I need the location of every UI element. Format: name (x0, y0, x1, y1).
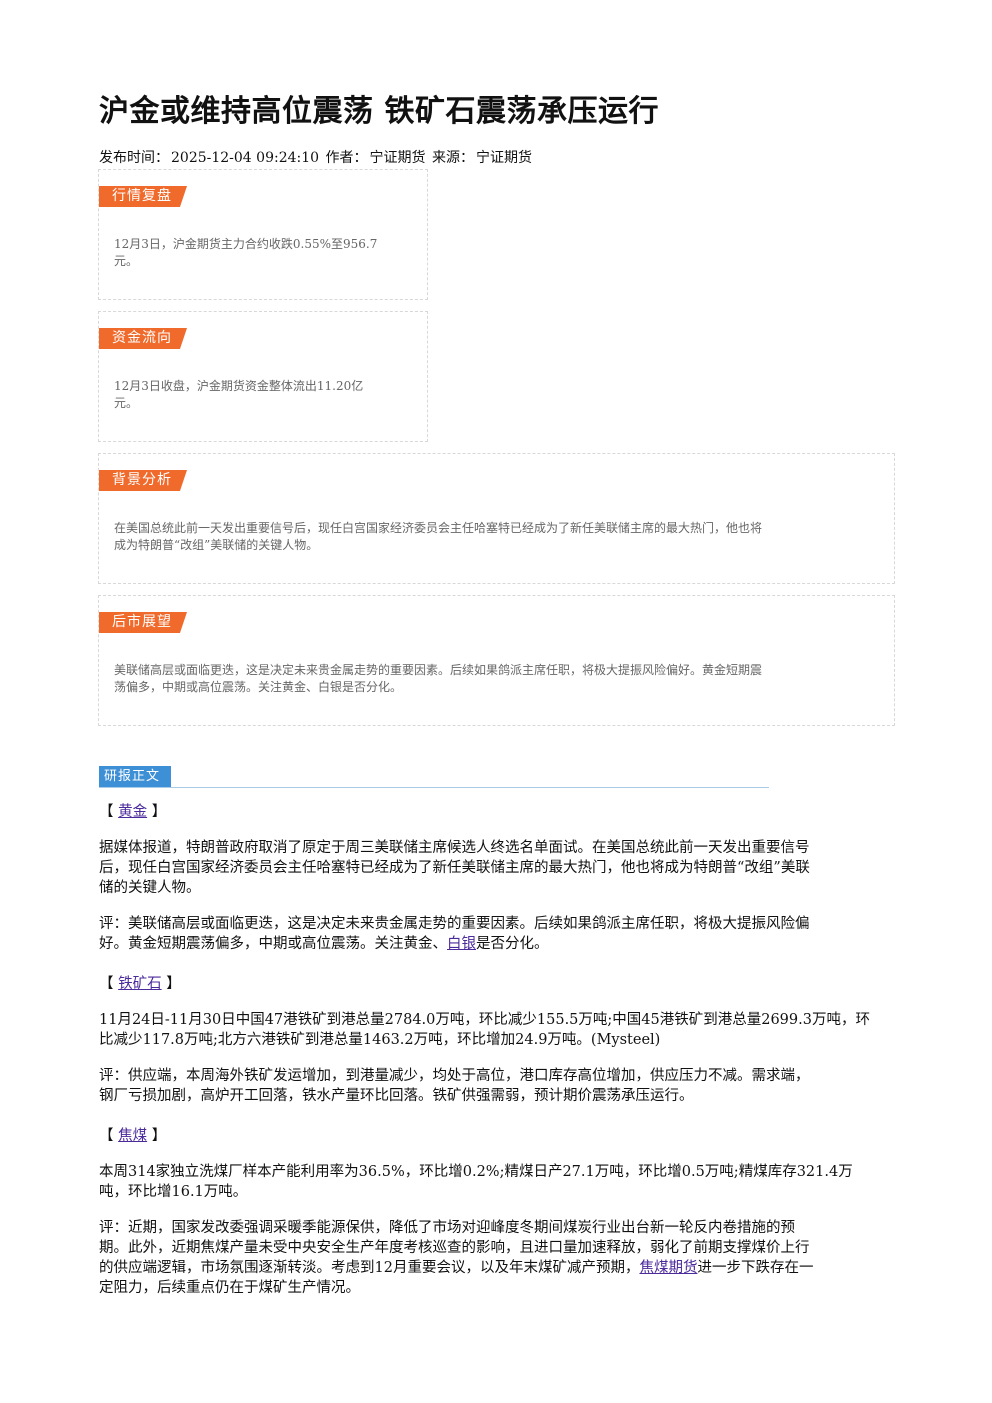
card-fund-flow: 资金流向 12月3日收盘，沪金期货资金整体流出11.20亿 元。 (98, 311, 428, 442)
card-tag: 行情复盘 (99, 186, 187, 207)
card-tag: 资金流向 (99, 328, 187, 349)
card-text: 美联储高层或面临更迭，这是决定未来贵金属走势的重要因素。后续如果鸽派主席任职，将… (114, 663, 763, 694)
author: 宁证期货 (369, 150, 426, 166)
card-tag: 背景分析 (99, 470, 187, 491)
coke-comment: 评：近期，国家发改委强调采暖季能源保供，降低了市场对迎峰度冬期间煤炭行业出台新一… (99, 1220, 814, 1296)
link-silver[interactable]: 白银 (447, 936, 476, 952)
card-background: 背景分析 在美国总统此前一天发出重要信号后，现任白宫国家经济委员会主任哈塞特已经… (98, 453, 895, 584)
author-label: 作者： (325, 150, 368, 166)
card-text: 12月3日，沪金期货主力合约收跌0.55%至956.7 元。 (114, 237, 378, 268)
publish-time: 2025-12-04 09:24:10 (171, 150, 320, 166)
gold-paragraph: 据媒体报道，特朗普政府取消了原定于周三美联储主席候选人终选名单面试。在美国总统此… (99, 840, 810, 896)
iron-comment: 评：供应端，本周海外铁矿发运增加，到港量减少，均处于高位，港口库存高位增加，供应… (99, 1068, 810, 1104)
gold-comment: 评：美联储高层或面临更迭，这是决定未来贵金属走势的重要因素。后续如果鸽派主席任职… (99, 916, 810, 952)
publish-label: 发布时间： (99, 150, 169, 166)
coke-paragraph: 本周314家独立洗煤厂样本产能利用率为36.5%，环比增0.2%;精煤日产27.… (99, 1164, 853, 1200)
source-label: 来源： (431, 150, 474, 166)
card-text: 12月3日收盘，沪金期货资金整体流出11.20亿 元。 (114, 379, 364, 410)
link-gold[interactable]: 黄金 (118, 804, 148, 820)
link-iron-ore[interactable]: 铁矿石 (118, 976, 162, 992)
article-title: 沪金或维持高位震荡 铁矿石震荡承压运行 (99, 94, 659, 129)
source: 宁证期货 (475, 150, 532, 166)
card-market-review: 行情复盘 12月3日，沪金期货主力合约收跌0.55%至956.7 元。 (98, 169, 428, 300)
link-coking-coal-futures[interactable]: 焦煤期货 (639, 1260, 698, 1276)
report-section-header: 研报正文 (99, 766, 769, 788)
card-tag: 后市展望 (99, 612, 187, 633)
iron-paragraph: 11月24日-11月30日中国47港铁矿到港总量2784.0万吨，环比减少155… (99, 1012, 870, 1048)
card-outlook: 后市展望 美联储高层或面临更迭，这是决定未来贵金属走势的重要因素。后续如果鸽派主… (98, 595, 895, 726)
article-meta: 发布时间：2025-12-04 09:24:10 作者：宁证期货 来源：宁证期货 (99, 147, 534, 167)
heading-gold: 【 黄金 】 (99, 804, 167, 820)
report-section-tag: 研报正文 (99, 766, 171, 787)
link-coking-coal[interactable]: 焦煤 (118, 1128, 148, 1144)
card-text: 在美国总统此前一天发出重要信号后，现任白宫国家经济委员会主任哈塞特已经成为了新任… (114, 521, 763, 552)
heading-coking-coal: 【 焦煤 】 (99, 1128, 167, 1144)
heading-iron-ore: 【 铁矿石 】 (99, 976, 181, 992)
